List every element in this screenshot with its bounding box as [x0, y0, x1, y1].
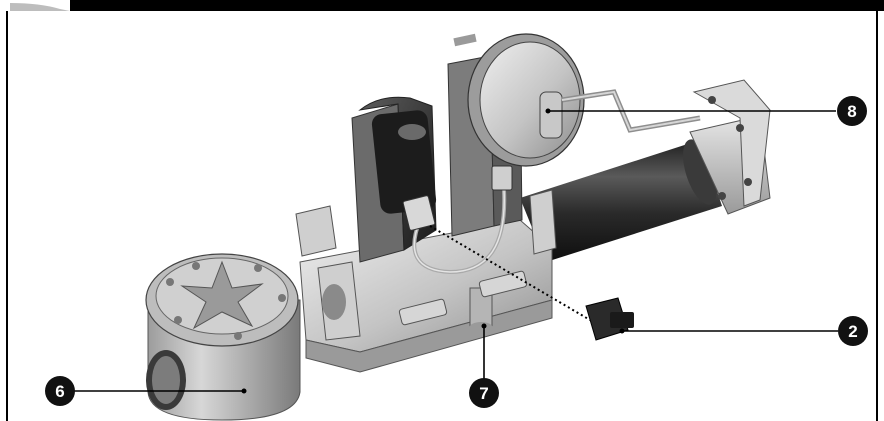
callout-8: 8 — [837, 96, 867, 126]
solenoid-actuator — [351, 96, 437, 263]
pressure-switch — [467, 33, 701, 167]
callout-6-label: 6 — [55, 382, 64, 401]
leader-lines — [74, 108, 838, 394]
gas-filter — [145, 253, 301, 421]
callout-2: 2 — [838, 316, 868, 346]
black-pipe — [520, 139, 722, 262]
wiring-harness — [402, 165, 591, 321]
callout-7-label: 7 — [479, 384, 488, 403]
callout-2-label: 2 — [848, 322, 857, 341]
callout-6: 6 — [45, 376, 75, 406]
plug-connector — [585, 297, 634, 341]
callout-8-label: 8 — [847, 102, 856, 121]
callout-7: 7 — [469, 378, 499, 408]
